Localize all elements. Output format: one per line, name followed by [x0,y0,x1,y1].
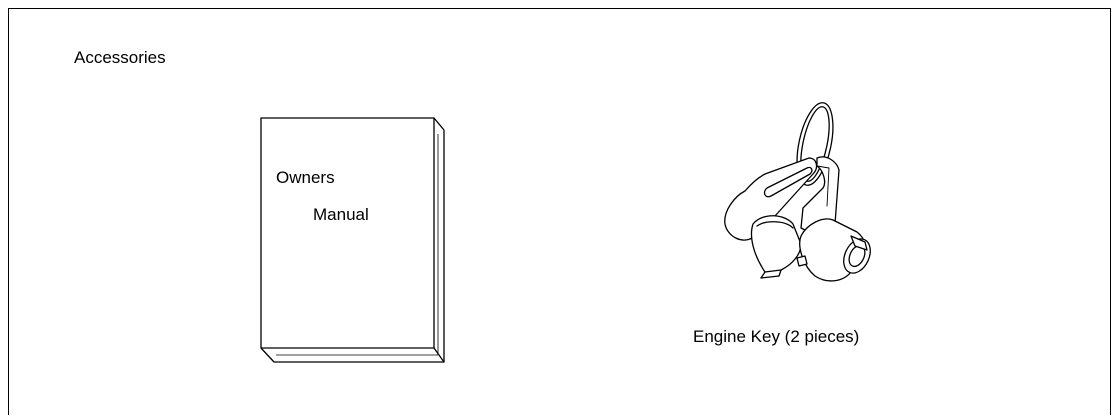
engine-key-caption: Engine Key (2 pieces) [693,327,860,346]
key-tag-back [724,157,818,241]
engine-key-illustration [724,102,871,282]
manual-bottom-edge [260,347,444,363]
section-title: Accessories [74,48,166,67]
manual-label-line2: Manual [313,205,369,224]
diagram-frame [8,8,1111,415]
manual-label-line1: Owners [276,168,335,187]
manual-front-cover [260,117,435,349]
key-ring-outer [796,102,834,186]
owners-manual-illustration [260,117,445,363]
manual-spine [433,117,445,363]
key-barrel-back [750,215,802,273]
